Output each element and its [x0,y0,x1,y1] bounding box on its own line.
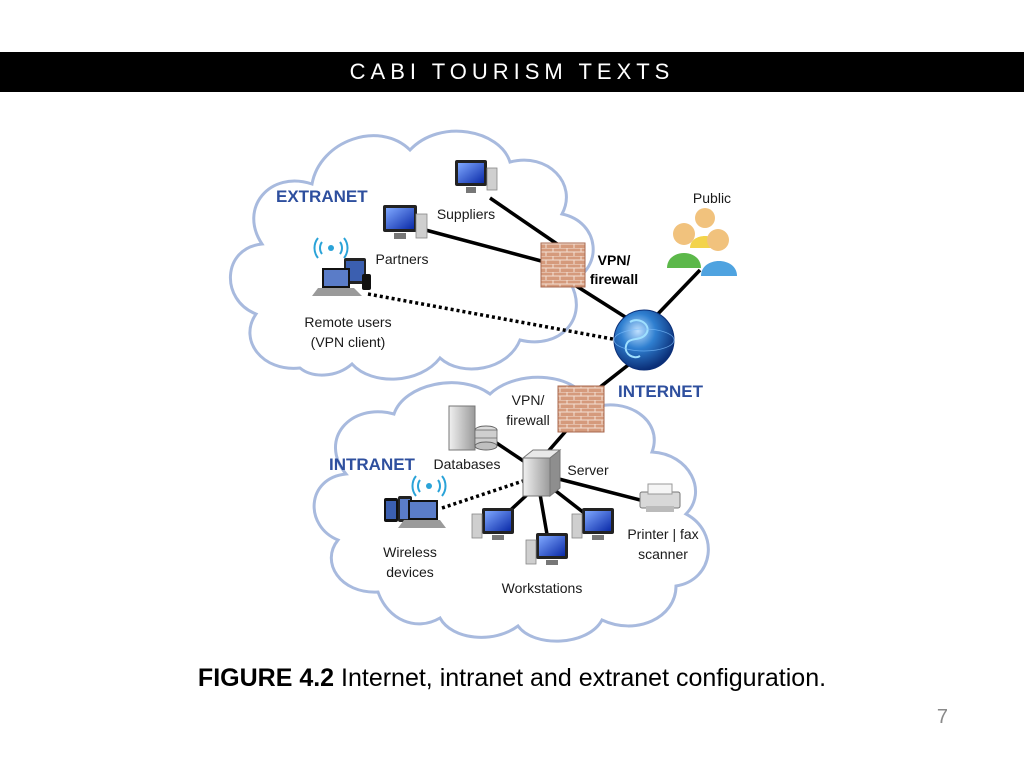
page-number: 7 [936,706,948,728]
databases-label: Databases [434,456,501,472]
databases-icon [448,405,498,451]
link-partners-firewall [417,226,546,264]
extranet-label: EXTRANET [276,187,368,206]
wireless-links [367,292,619,510]
header-banner: CABI TOURISM TEXTS [0,52,1024,92]
partners-label: Partners [376,251,429,267]
internet-globe-icon [613,309,675,371]
suppliers-label: Suppliers [437,206,495,222]
vpn-firewall-top-label-line2: firewall [590,271,638,287]
server-label: Server [567,462,609,478]
header-title: CABI TOURISM TEXTS [349,59,675,84]
internet-label: INTERNET [618,382,704,401]
extranet-cloud [229,129,595,381]
workstation-middle-icon [525,533,568,565]
vpn-firewall-bottom-label-line1: VPN/ [512,392,545,408]
figure-caption: FIGURE 4.2 Internet, intranet and extran… [0,664,1024,693]
partners-computer-icon [383,205,428,239]
printer-label-line2: scanner [638,546,688,562]
suppliers-computer-icon [455,160,498,193]
vpn-firewall-top-label-line1: VPN/ [598,252,631,268]
link-suppliers-firewall [489,196,561,248]
server-icon [521,448,562,498]
wireless-label-line2: devices [386,564,433,580]
link-server-ws-mid [538,493,550,541]
wireless-label-line1: Wireless [383,544,437,560]
vpn-firewall-top-icon [540,242,586,288]
workstations-label: Workstations [502,580,583,596]
link-firewall-globe [569,280,631,322]
workstation-left-icon [471,508,514,540]
intranet-label: INTRANET [329,455,416,474]
vpn-client-dotted-link [367,292,619,342]
wireless-dotted-link [441,478,527,510]
remote-users-label-line1: Remote users [304,314,391,330]
link-public-globe [652,268,702,320]
printer-label-line1: Printer | fax [627,526,698,542]
vpn-firewall-bottom-icon [557,385,605,433]
public-users-icon [667,208,737,276]
link-server-printer [554,476,649,504]
remote-users-label-line2: (VPN client) [311,334,386,350]
figure-number: FIGURE 4.2 [197,664,335,692]
figure-caption-text: Internet, intranet and extranet configur… [341,664,827,692]
vpn-firewall-bottom-label-line2: firewall [506,412,550,428]
link-databases-server [491,438,526,464]
wireless-devices-icon [384,475,447,528]
remote-devices-icon [312,237,371,296]
workstation-right-icon [571,508,614,540]
public-label: Public [693,190,731,206]
printer-icon [639,483,681,512]
